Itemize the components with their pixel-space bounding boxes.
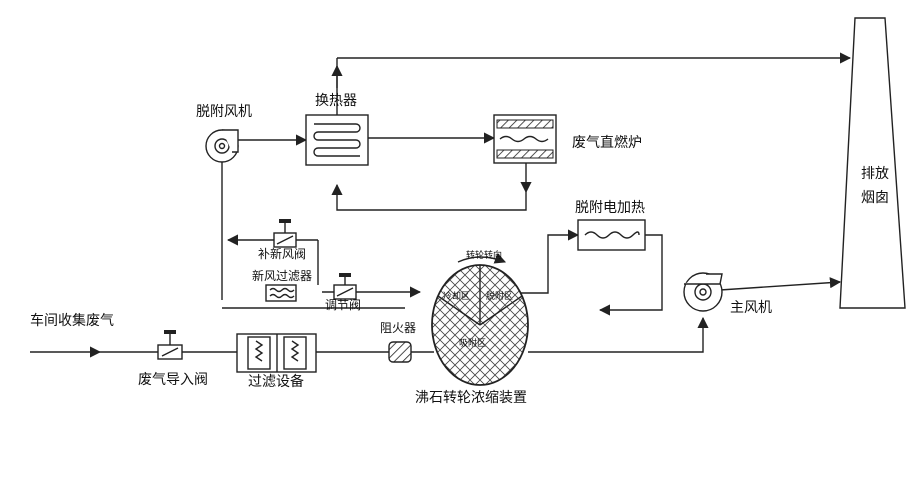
label-main-fan: 主风机 [730,300,772,316]
pipes [30,52,852,358]
label-fresh-air-filter: 新风过滤器 [252,268,312,283]
label-gas-inlet-valve: 废气导入阀 [138,372,208,388]
label-makeup-air-valve: 补新风阀 [258,246,306,261]
exhaust-stack [839,17,906,309]
label-zeolite-rotor: 沸石转轮浓缩装置 [415,390,527,406]
label-regulating-valve: 调节阀 [325,298,361,312]
label-rotor-zone-desorption: 脱附区 [486,290,513,302]
label-stack-line1: 排放 [861,166,889,182]
filter-equipment [236,333,317,373]
desorption-fan [205,129,239,163]
rto-furnace [493,114,557,164]
label-flame-arrester: 阻火器 [380,321,416,335]
label-electric-heater: 脱附电加热 [575,200,645,216]
label-rotor-zone-cooling: 冷却区 [443,290,470,302]
label-rto-furnace: 废气直燃炉 [572,134,642,151]
regulating-valve [333,273,357,300]
label-rotor-zone-adsorption: 吸附区 [459,337,486,349]
electric-heater [577,219,646,251]
heat-exchanger [305,114,369,166]
label-rotor-direction: 转轮转向 [466,249,502,261]
makeup-air-valve [273,219,297,248]
label-workshop-gas: 车间收集废气 [30,312,114,329]
label-filter-equipment: 过滤设备 [248,373,304,390]
label-stack-line2: 烟囱 [861,190,889,206]
main-fan [683,272,723,312]
fresh-air-filter [265,284,297,302]
zeolite-rotor [431,253,529,386]
flame-arrester [388,341,412,363]
gas-inlet-valve [157,330,183,360]
label-heat-exchanger: 换热器 [315,92,357,109]
label-desorption-fan: 脱附风机 [196,104,252,120]
